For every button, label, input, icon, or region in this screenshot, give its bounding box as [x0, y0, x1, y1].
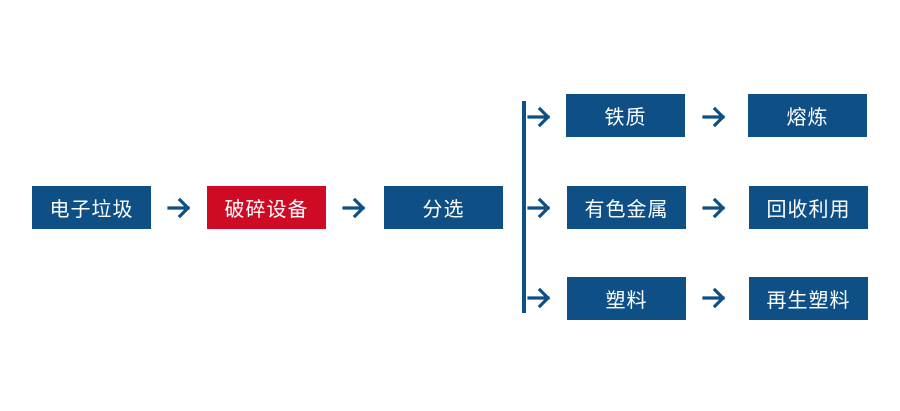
- arrow-right-icon: [702, 287, 728, 309]
- node-recycled-plastic-label: 再生塑料: [766, 288, 851, 312]
- node-iron: 铁质: [566, 94, 685, 137]
- arrow-right-icon: [702, 106, 728, 128]
- node-smelting: 熔炼: [748, 94, 867, 137]
- node-plastic: 塑料: [567, 277, 686, 320]
- node-smelting-label: 熔炼: [786, 105, 829, 129]
- arrow-right-icon: [702, 197, 728, 219]
- node-nonferrous-label: 有色金属: [584, 197, 669, 221]
- arrow-right-icon: [167, 197, 193, 219]
- node-recycled-plastic: 再生塑料: [749, 277, 868, 320]
- node-recycle: 回收利用: [749, 186, 868, 229]
- arrow-right-icon: [342, 197, 368, 219]
- node-e-waste-label: 电子垃圾: [49, 197, 134, 221]
- arrow-right-icon: [527, 106, 553, 128]
- node-crusher-label: 破碎设备: [224, 197, 309, 221]
- node-crusher: 破碎设备: [207, 186, 326, 229]
- branch-line: [522, 101, 526, 313]
- node-sorting-label: 分选: [422, 197, 465, 221]
- node-sorting: 分选: [384, 186, 503, 229]
- node-iron-label: 铁质: [604, 105, 647, 129]
- node-e-waste: 电子垃圾: [32, 186, 151, 229]
- arrow-right-icon: [527, 287, 553, 309]
- node-plastic-label: 塑料: [605, 288, 648, 312]
- node-recycle-label: 回收利用: [766, 197, 851, 221]
- node-nonferrous: 有色金属: [567, 186, 686, 229]
- arrow-right-icon: [527, 197, 553, 219]
